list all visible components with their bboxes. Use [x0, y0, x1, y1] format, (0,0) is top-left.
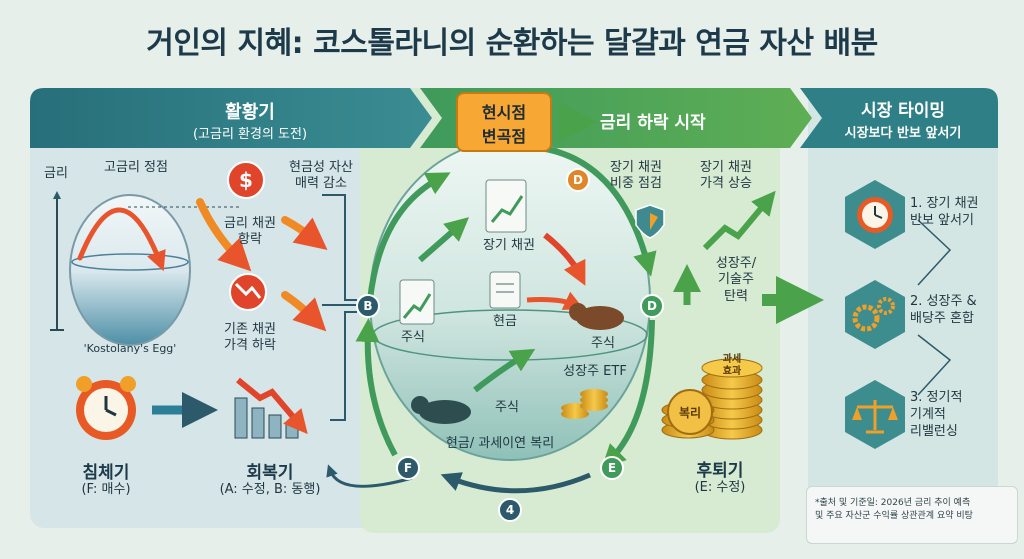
strategy-1-line1: 1. 장기 채권 [910, 196, 979, 211]
egg-stock-left: 주식 [401, 330, 425, 345]
old-bond-line2: 가격 하락 [224, 338, 276, 354]
market-timing-title: 시장 타이밍 [860, 101, 946, 121]
bond-price-line1: 금리 채권 [224, 216, 276, 231]
bond-check-line2: 비중 점검 [610, 176, 662, 192]
late-title: 후퇴기 [696, 461, 744, 481]
strategy-1: 1. 장기 채권 반보 앞서기 [910, 196, 998, 230]
inflection-line2: 변곡점 [481, 127, 527, 146]
recovery-sub: (A: 수정, B: 동행) [219, 482, 321, 497]
old-bond-label: 기존 채권 가격 하락 [200, 322, 300, 355]
strategy-3-line3: 리밸런싱 [910, 423, 958, 439]
cash-assets-label: 현금성 자산 매력 감소 [266, 160, 376, 193]
coin-tax-label: 과세 효과 [712, 354, 752, 377]
cash-assets-line2: 매력 감소 [295, 176, 347, 192]
market-timing-subtitle: 시장보다 반보 앞서기 [844, 126, 962, 141]
bond-price-label: 금리 채권 항락 [200, 216, 300, 249]
bond-rise-line2: 가격 상승 [700, 176, 752, 192]
egg-stock-right: 주식 [591, 336, 615, 351]
growth-line3: 탄력 [724, 288, 748, 304]
inflection-badge: 현시점 변곡점 [456, 92, 552, 152]
egg-long-bond: 장기 채권 [483, 238, 535, 253]
cash-assets-line1: 현금성 자산 [289, 160, 353, 175]
stage-d-mid-marker: D [640, 294, 664, 318]
bond-price-line2: 항락 [238, 232, 262, 248]
egg-stock-bottom: 주식 [495, 400, 519, 415]
rate-axis-label: 금리 [44, 166, 68, 181]
coin-tax-line1: 과세 [722, 354, 742, 365]
svg-text:$: $ [239, 168, 253, 192]
egg-cash-tax: 현금/ 과세이연 복리 [445, 436, 555, 451]
stage-4-marker: 4 [498, 498, 522, 522]
recession-title: 침체기 [82, 463, 130, 483]
inflection-line1: 현시점 [481, 103, 527, 122]
growth-stock-label: 성장주/ 기술주 탄력 [696, 256, 776, 305]
egg-growth-etf: 성장주 ETF [563, 364, 627, 379]
late-sub: (E: 수정) [694, 480, 746, 495]
page-title: 거인의 지혜: 코스톨라니의 순환하는 달걀과 연금 자산 배분 [146, 26, 878, 61]
boom-title: 활황기 [225, 102, 275, 123]
recovery-title: 회복기 [246, 463, 294, 483]
coin-tax-line2: 효과 [722, 365, 742, 377]
growth-line1: 성장주/ [715, 256, 757, 271]
bond-check-label: 장기 채권 비중 점검 [596, 160, 676, 193]
old-bond-line1: 기존 채권 [224, 322, 276, 337]
strategy-3-line1: 3. 정기적 [910, 390, 963, 405]
stage-b-marker: B [356, 294, 380, 318]
bond-check-line1: 장기 채권 [610, 160, 662, 175]
stage-d-top-marker: D [566, 168, 590, 192]
strategy-2-line2: 배당주 혼합 [910, 310, 974, 326]
coin-compound-label: 복리 [678, 406, 702, 420]
stage-e-marker: E [600, 456, 624, 480]
strategy-3: 3. 정기적 기계적 리밸런싱 [910, 390, 998, 441]
stage-f-marker: F [396, 456, 420, 480]
strategy-2: 2. 성장주 & 배당주 혼합 [910, 294, 998, 328]
recession-sub: (F: 매수) [81, 482, 131, 497]
bond-rise-line1: 장기 채권 [700, 160, 752, 175]
footnote-line1: *출처 및 기준일: 2026년 금리 추이 예측 [815, 498, 971, 508]
footnote-line2: 및 주요 자산군 수익률 상관관계 요약 비탕 [815, 511, 973, 522]
boom-subtitle: (고금리 환경의 도전) [192, 127, 308, 142]
strategy-1-line2: 반보 앞서기 [910, 212, 974, 228]
footnote-box: *출처 및 기준일: 2026년 금리 추이 예측 및 주요 자산군 수익률 상… [806, 486, 1018, 544]
egg-cash: 현금 [493, 314, 517, 329]
egg-caption: 'Kostolany's Egg' [83, 342, 177, 355]
bond-rise-label: 장기 채권 가격 상승 [686, 160, 766, 193]
strategy-2-line1: 2. 성장주 & [910, 294, 977, 309]
peak-label: 고금리 정점 [104, 160, 168, 175]
strategy-3-line2: 기계적 [910, 406, 946, 422]
growth-line2: 기술주 [718, 272, 754, 288]
rate-down-title: 금리 하락 시작 [600, 113, 706, 133]
